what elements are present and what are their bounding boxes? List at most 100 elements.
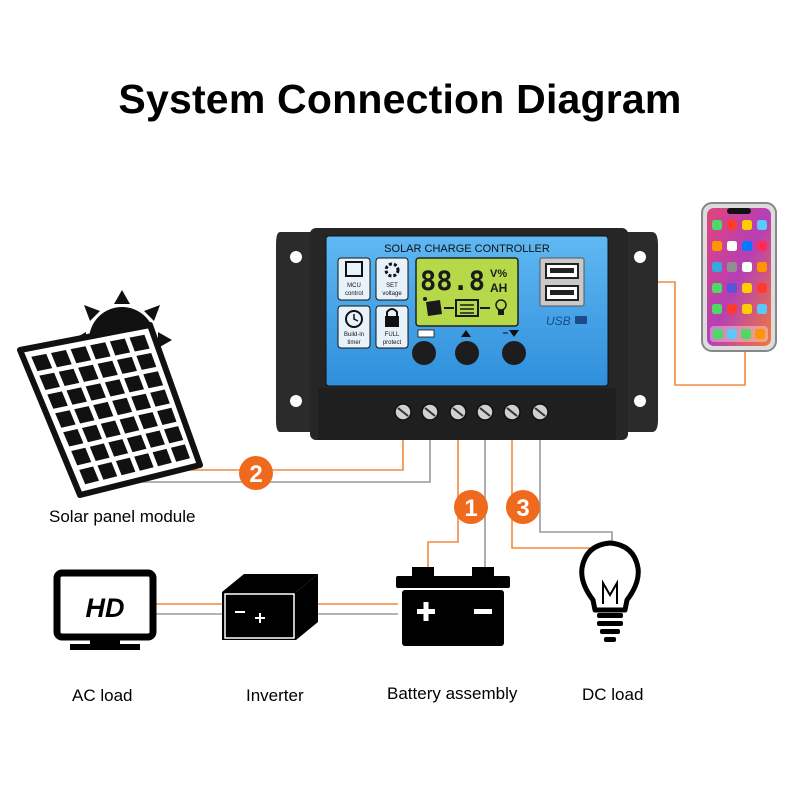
app-icon bbox=[727, 283, 737, 293]
solar-cell bbox=[134, 453, 154, 471]
solar-cell bbox=[119, 416, 140, 434]
app-icon bbox=[727, 241, 737, 251]
solar-cell bbox=[138, 412, 158, 430]
lcd-units-bottom: AH bbox=[490, 281, 507, 295]
solar-cell bbox=[150, 389, 170, 407]
app-icon bbox=[742, 283, 752, 293]
tv-hd-text: HD bbox=[86, 593, 125, 623]
solar-cell bbox=[97, 462, 118, 480]
ac-load-label: AC load bbox=[72, 686, 133, 705]
up-button[interactable] bbox=[455, 341, 479, 365]
solar-cell bbox=[126, 434, 147, 453]
svg-text:SET: SET bbox=[386, 283, 398, 289]
lcd-bulb-icon bbox=[495, 299, 507, 315]
svg-text:3: 3 bbox=[516, 495, 529, 522]
dock-app-icon bbox=[727, 329, 737, 339]
app-icon bbox=[712, 304, 722, 314]
phone-dock bbox=[710, 326, 768, 342]
solar-cell bbox=[31, 353, 53, 372]
terminal-screw-6 bbox=[531, 403, 549, 421]
solar-cell bbox=[117, 356, 137, 374]
menu-button[interactable] bbox=[412, 341, 436, 365]
button-indicators bbox=[417, 329, 519, 338]
app-icon bbox=[757, 241, 767, 251]
diagram-title: System Connection Diagram bbox=[118, 76, 682, 122]
terminal-screw-3 bbox=[449, 403, 467, 421]
solar-cell bbox=[55, 410, 76, 428]
app-icon bbox=[757, 304, 767, 314]
badge-two: 2 bbox=[239, 456, 273, 490]
solar-cell bbox=[157, 407, 177, 425]
solar-panel-label: Solar panel module bbox=[49, 507, 196, 526]
solar-cell bbox=[90, 342, 111, 360]
app-icon bbox=[712, 283, 722, 293]
app-icon bbox=[742, 262, 752, 272]
down-button[interactable] bbox=[502, 341, 526, 365]
solar-cell bbox=[89, 443, 110, 461]
inverter-icon bbox=[222, 574, 318, 640]
solar-cell bbox=[136, 353, 157, 370]
app-icon bbox=[712, 220, 722, 230]
solar-cell bbox=[115, 457, 136, 476]
svg-text:protect: protect bbox=[383, 340, 402, 346]
solar-cell bbox=[51, 350, 72, 368]
solar-cell bbox=[104, 379, 125, 397]
app-icon bbox=[727, 304, 737, 314]
lcd-battery-icon bbox=[455, 299, 479, 317]
solar-cell bbox=[112, 397, 133, 416]
usb-label: USB bbox=[546, 314, 571, 328]
terminal-screw-4 bbox=[476, 403, 494, 421]
inverter-label: Inverter bbox=[246, 686, 304, 705]
solar-cell bbox=[66, 387, 87, 405]
dock-app-icon bbox=[741, 329, 751, 339]
app-icon bbox=[742, 220, 752, 230]
tv-icon: HD bbox=[53, 569, 157, 650]
solar-cell bbox=[108, 439, 129, 457]
lock-icon: FULL protect bbox=[375, 305, 409, 349]
dock-app-icon bbox=[755, 329, 765, 339]
solar-cell bbox=[164, 426, 184, 444]
smartphone-icon bbox=[701, 202, 777, 352]
svg-text:FULL: FULL bbox=[385, 332, 400, 338]
battery-wire-positive bbox=[427, 420, 459, 570]
terminal-screw-5 bbox=[503, 403, 521, 421]
svg-text:MCU: MCU bbox=[347, 283, 361, 289]
battery-assembly-label: Battery assembly bbox=[387, 684, 518, 703]
usb-ports: USB bbox=[539, 257, 587, 328]
badge-three: 3 bbox=[506, 490, 540, 524]
gear-icon: SET voltage bbox=[375, 257, 409, 301]
solar-cell bbox=[93, 401, 114, 420]
svg-text:timer: timer bbox=[347, 340, 360, 346]
svg-text:2: 2 bbox=[249, 461, 262, 488]
solar-panel-icon bbox=[17, 322, 203, 498]
solar-cell bbox=[109, 338, 131, 356]
solar-cell bbox=[71, 447, 92, 466]
solar-cell bbox=[145, 430, 165, 448]
solar-cell bbox=[85, 383, 106, 401]
solar-cell bbox=[129, 334, 150, 352]
charge-controller: SOLAR CHARGE CONTROLLER MCU control SET … bbox=[276, 228, 658, 440]
terminal-screw-2 bbox=[421, 403, 439, 421]
solar-cell bbox=[58, 368, 80, 386]
svg-text:control: control bbox=[345, 291, 363, 297]
lcd-solar-icon bbox=[423, 297, 442, 316]
solar-wire-positive bbox=[135, 420, 431, 483]
badge-one: 1 bbox=[454, 490, 488, 524]
app-icon bbox=[757, 220, 767, 230]
battery-icon bbox=[396, 567, 510, 646]
solar-cell bbox=[170, 444, 190, 462]
lcd-display: 88.8 V% AH bbox=[415, 257, 519, 327]
solar-cell bbox=[82, 424, 102, 443]
solar-cell bbox=[100, 420, 121, 438]
app-icon bbox=[712, 241, 722, 251]
solar-cell bbox=[131, 393, 151, 411]
dock-app-icon bbox=[713, 329, 723, 339]
solar-cell bbox=[63, 429, 84, 447]
app-icon bbox=[757, 283, 767, 293]
controller-heading: SOLAR CHARGE CONTROLLER bbox=[384, 243, 550, 255]
solar-cell bbox=[78, 364, 99, 382]
terminal-block bbox=[394, 403, 549, 421]
solar-cell bbox=[152, 448, 172, 467]
app-icon bbox=[742, 304, 752, 314]
